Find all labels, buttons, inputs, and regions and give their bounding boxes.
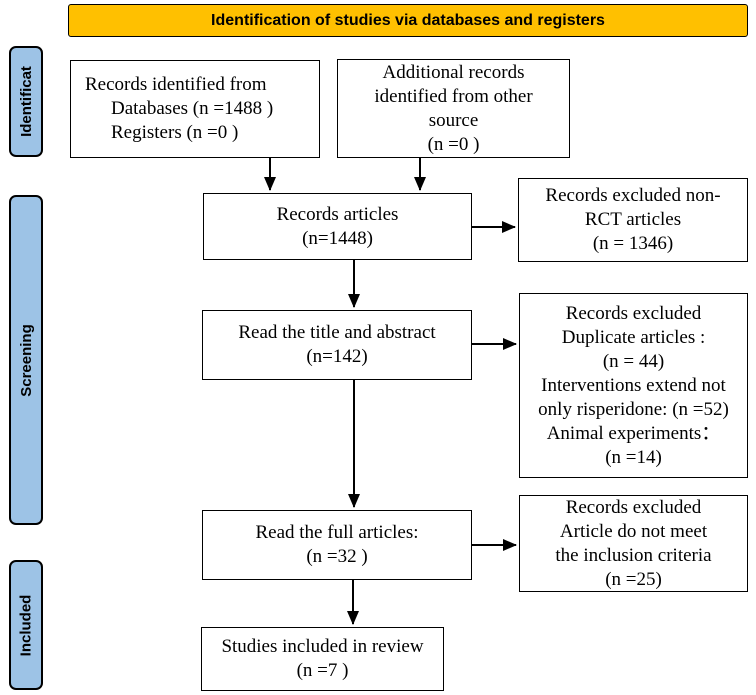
box-line: (n =7 )	[296, 660, 349, 681]
stage-included-label: Included	[17, 594, 35, 656]
box-excluded-non-rct: Records excluded non- RCT articles (n = …	[518, 178, 748, 262]
box-line: Read the full articles:	[255, 522, 419, 543]
box-line: Databases (n =1488 )	[111, 98, 274, 119]
box-line: only risperidone: (n =52)	[538, 398, 729, 420]
box-line: Records excluded	[565, 302, 702, 324]
box-excluded-screening: Records excluded Duplicate articles : (n…	[519, 293, 748, 478]
stage-identification-label: Identificat	[17, 66, 35, 137]
box-line: (n=142)	[306, 346, 368, 367]
box-line: (n =14)	[605, 446, 662, 468]
stage-screening-label: Screening	[17, 323, 35, 397]
stage-included: Included	[9, 560, 43, 690]
box-line: Records excluded	[565, 496, 702, 518]
stage-identification: Identificat	[9, 46, 43, 157]
box-line: the inclusion criteria	[555, 544, 712, 566]
box-line: Article do not meet	[559, 520, 708, 542]
box-line: Studies included in review	[221, 636, 424, 657]
box-records-articles: Records articles (n=1448)	[203, 193, 472, 260]
box-additional-records: Additional records identified from other…	[337, 59, 570, 158]
box-line: Records articles	[276, 203, 399, 225]
box-line: Duplicate articles :	[561, 326, 706, 348]
banner-identification-via-databases: Identification of studies via databases …	[68, 4, 748, 37]
box-line: identified from other	[374, 85, 533, 107]
box-studies-included: Studies included in review (n =7 )	[201, 627, 444, 691]
box-line: (n =0 )	[427, 133, 480, 155]
box-line: (n =25)	[605, 568, 662, 590]
box-line: Read the title and abstract	[238, 322, 436, 343]
box-line: Records identified from	[85, 74, 267, 95]
box-read-title-abstract: Read the title and abstract (n=142)	[202, 310, 472, 380]
box-records-identified: Records identified from Databases (n =14…	[70, 60, 320, 158]
banner-label: Identification of studies via databases …	[211, 11, 605, 29]
box-line: (n = 1346)	[592, 233, 674, 254]
stage-screening: Screening	[9, 195, 43, 525]
box-line: Registers (n =0 )	[111, 122, 239, 143]
box-line: Additional records	[382, 61, 525, 83]
box-line: RCT articles	[584, 209, 682, 230]
box-excluded-full-text: Records excluded Article do not meet the…	[519, 495, 748, 592]
box-line: source	[428, 109, 479, 131]
box-line: Records excluded non-	[545, 185, 721, 206]
box-line: (n=1448)	[302, 227, 373, 249]
box-line: Animal experiments：	[546, 422, 721, 444]
box-line: (n = 44)	[602, 350, 665, 372]
box-line: Interventions extend not	[541, 374, 726, 396]
box-line: (n =32 )	[306, 546, 368, 567]
box-read-full-articles: Read the full articles: (n =32 )	[202, 510, 472, 580]
